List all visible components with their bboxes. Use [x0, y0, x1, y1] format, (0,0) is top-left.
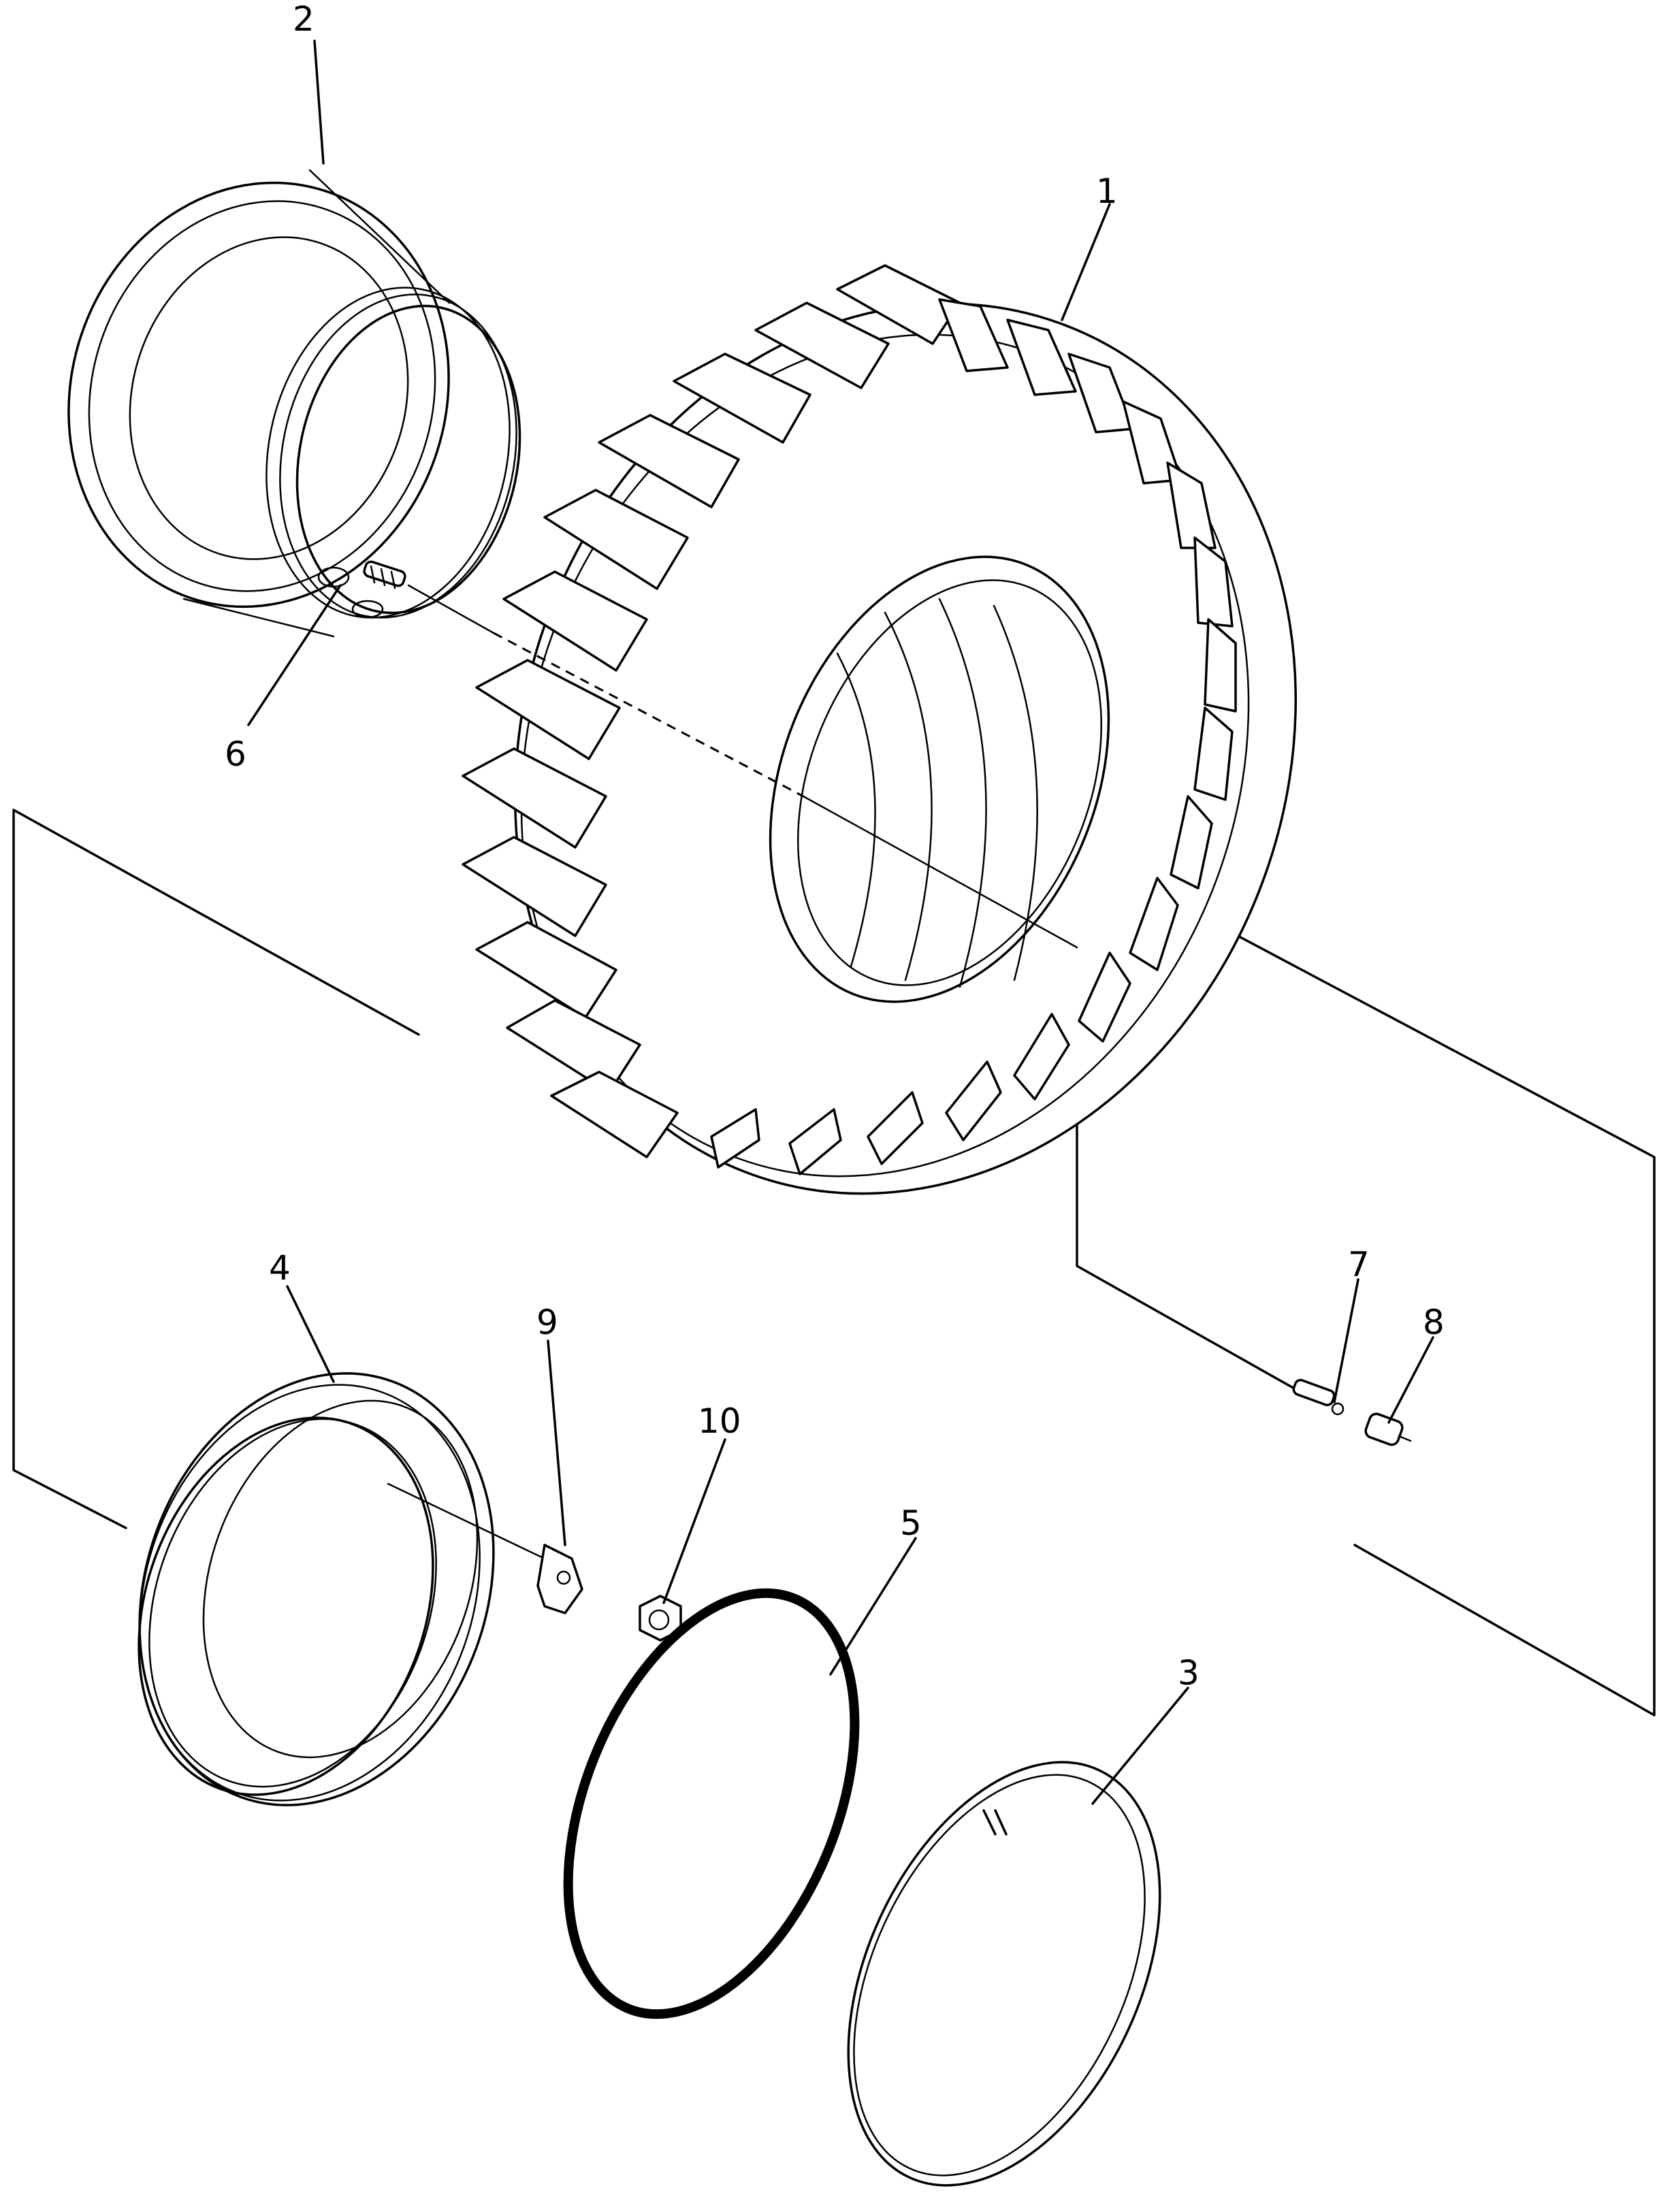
callout-3: 3 — [1178, 1653, 1200, 1693]
callout-10: 10 — [698, 1401, 741, 1441]
side-ring — [138, 1372, 495, 1806]
callout-2: 2 — [293, 0, 315, 39]
callout-5: 5 — [900, 1503, 922, 1543]
callout-1: 1 — [1096, 172, 1118, 211]
valve-core — [1292, 1378, 1345, 1416]
valve-plate — [387, 1482, 583, 1614]
callout-7: 7 — [1348, 1245, 1370, 1284]
leader-lines — [247, 39, 1434, 1805]
lock-ring — [847, 1761, 1161, 2187]
valve-stem — [363, 560, 406, 589]
callout-6: 6 — [225, 734, 246, 774]
wheel-rim — [67, 169, 521, 638]
o-ring — [563, 1588, 860, 2019]
tire — [462, 264, 1298, 1195]
callout-4: 4 — [269, 1248, 291, 1288]
callout-8: 8 — [1423, 1303, 1445, 1342]
valve-alignment-line — [407, 584, 1078, 949]
callout-labels: 1 2 3 4 5 6 7 8 9 10 — [225, 0, 1445, 1693]
valve-cap — [1364, 1412, 1412, 1446]
callout-9: 9 — [536, 1303, 558, 1342]
tread-lugs — [462, 264, 1237, 1175]
